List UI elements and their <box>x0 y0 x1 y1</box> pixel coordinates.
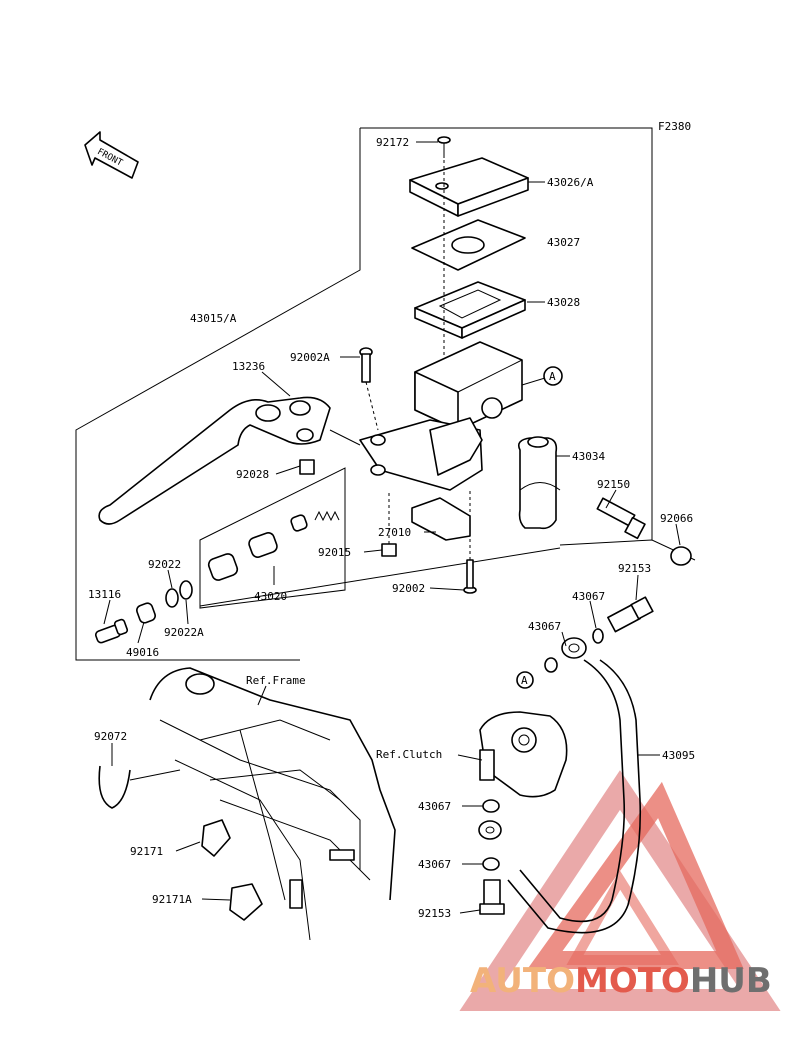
ring-92022 <box>165 588 179 608</box>
switch-27010 <box>411 497 471 541</box>
nut-92028 <box>299 459 315 475</box>
band-92072 <box>98 765 131 809</box>
label-92028: 92028 <box>236 468 269 481</box>
label-43095: 43095 <box>662 749 695 762</box>
clamp-43034 <box>517 436 561 530</box>
ref-marker-a-bottom <box>516 671 534 689</box>
cap-43026A <box>409 157 529 217</box>
washer-43067-mid <box>482 799 500 813</box>
label-43028: 43028 <box>547 296 580 309</box>
piston-kit-43020 <box>199 467 346 609</box>
label-43020: 43020 <box>254 590 287 603</box>
screw-92172 <box>437 136 451 158</box>
ref-marker-a-top-label: A <box>549 370 556 383</box>
assembly-outline <box>75 127 696 661</box>
label-92153-top: 92153 <box>618 562 651 575</box>
master-cylinder-body: A <box>359 341 563 491</box>
label-92002: 92002 <box>392 582 425 595</box>
frame-sketch <box>149 667 396 941</box>
clamp-92171A <box>229 883 263 921</box>
label-49016: 49016 <box>126 646 159 659</box>
banjo-lower <box>478 820 502 840</box>
label-43067-a: 43067 <box>572 590 605 603</box>
banjo-bolt-92153-top <box>607 596 654 633</box>
watermark-logo-icon <box>459 770 781 1011</box>
label-43026A: 43026/A <box>547 176 594 189</box>
label-43067-d: 43067 <box>418 858 451 871</box>
nut-92015 <box>381 490 397 557</box>
label-92066: 92066 <box>660 512 693 525</box>
ref-marker-a-top <box>543 366 563 386</box>
watermark-text: AUTOMOTOHUB <box>470 961 772 1001</box>
label-92015: 92015 <box>318 546 351 559</box>
bushing-49016 <box>136 602 156 624</box>
part-labels: F2380 92172 43026/A 43027 43028 43015/A … <box>88 120 695 920</box>
label-13116: 13116 <box>88 588 121 601</box>
label-92022A: 92022A <box>164 626 204 639</box>
leader-lines <box>103 141 681 914</box>
bolt-92002A <box>359 347 379 431</box>
watermark-hub: HUB <box>690 961 772 1001</box>
label-92150: 92150 <box>597 478 630 491</box>
diagram-code: F2380 <box>658 120 691 133</box>
diaphragm-43028 <box>414 281 526 339</box>
label-43015A: 43015/A <box>190 312 237 325</box>
clutch-cover <box>479 711 568 798</box>
banjo-fitting: A <box>516 637 587 689</box>
watermark-auto: AUTO <box>470 961 575 1001</box>
washer-43067-top <box>592 628 604 644</box>
label-92171A: 92171A <box>152 893 192 906</box>
label-92171: 92171 <box>130 845 163 858</box>
screw-92002 <box>463 490 477 594</box>
label-ref-frame: Ref.Frame <box>246 674 306 687</box>
cap-92066 <box>670 546 692 566</box>
label-43027: 43027 <box>547 236 580 249</box>
clamp-92171 <box>201 819 231 857</box>
washer-43067-low <box>482 857 500 871</box>
label-43034: 43034 <box>572 450 605 463</box>
watermark-moto: MOTO <box>575 961 690 1001</box>
ref-marker-a-bottom-label: A <box>521 674 528 687</box>
lever-13236 <box>98 396 361 525</box>
label-27010: 27010 <box>378 526 411 539</box>
pin-13116 <box>94 618 129 644</box>
label-ref-clutch: Ref.Clutch <box>376 748 442 761</box>
banjo-bolt-92153-bottom <box>479 879 505 915</box>
label-92002A: 92002A <box>290 351 330 364</box>
ring-92022A <box>179 580 193 600</box>
label-92172: 92172 <box>376 136 409 149</box>
label-92072: 92072 <box>94 730 127 743</box>
front-arrow-icon: FRONT <box>84 131 139 179</box>
label-92153-bottom: 92153 <box>418 907 451 920</box>
label-43067-b: 43067 <box>528 620 561 633</box>
hose-43095 <box>507 659 642 934</box>
label-13236: 13236 <box>232 360 265 373</box>
label-92022: 92022 <box>148 558 181 571</box>
label-43067-c: 43067 <box>418 800 451 813</box>
diaphragm-plate-43027 <box>411 219 526 271</box>
bolt-92150 <box>596 497 646 540</box>
svg-text:AUTOMOTOHUB: AUTOMOTOHUB <box>470 961 772 1001</box>
